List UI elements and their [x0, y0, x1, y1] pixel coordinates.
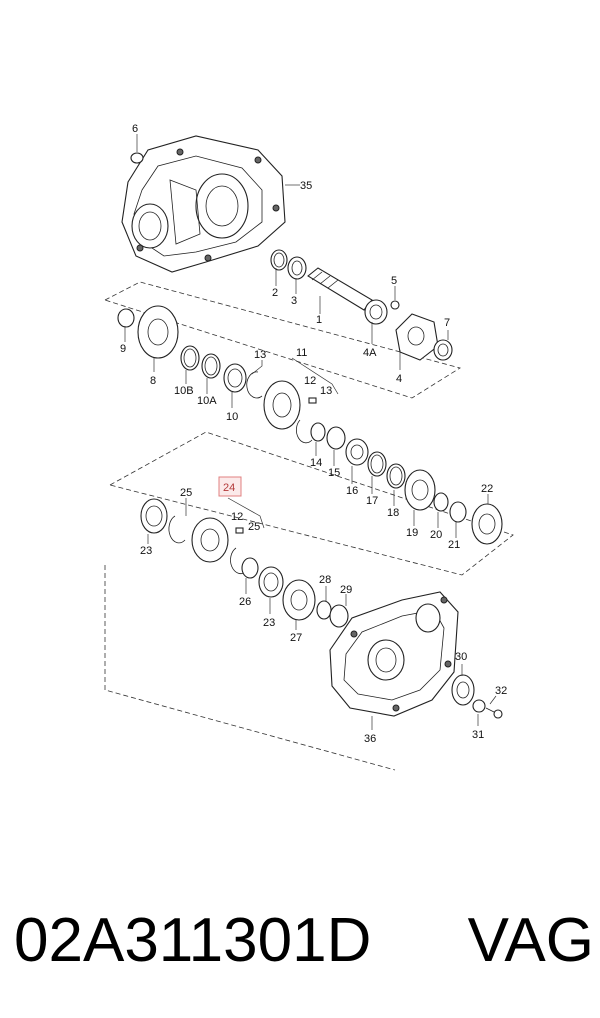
part-24-hub [191, 517, 229, 563]
label-26: 26 [239, 596, 251, 608]
part-2-ring [270, 249, 288, 271]
label-14: 14 [310, 457, 322, 469]
label-23: 23 [140, 545, 152, 557]
label-5: 5 [391, 275, 397, 287]
label-2: 2 [272, 287, 278, 299]
part-23-synchro [140, 498, 168, 534]
part-10b-ring [180, 345, 200, 371]
label-32: 32 [495, 685, 507, 697]
label-36: 36 [364, 733, 376, 745]
label-10a: 10A [197, 395, 217, 407]
part-12-key-b [235, 527, 244, 534]
part-31-plug [472, 699, 486, 713]
part-28-ring [316, 600, 332, 620]
part-1-pinion-shaft [307, 267, 373, 311]
label-3: 3 [291, 295, 297, 307]
label-17: 17 [366, 495, 378, 507]
part-13-circlip [246, 371, 263, 399]
label-12: 12 [304, 375, 316, 387]
label-25-b: 25 [248, 521, 260, 533]
part-number: 02A311301D [14, 905, 372, 975]
label-8: 8 [150, 375, 156, 387]
label-35: 35 [300, 180, 312, 192]
label-1: 1 [316, 314, 322, 326]
label-22: 22 [481, 483, 493, 495]
part-4-flange [395, 313, 439, 361]
part-23-synchro-b [258, 566, 284, 598]
part-16-synchro [345, 438, 369, 466]
label-6: 6 [132, 123, 138, 135]
part-5-nut [390, 300, 400, 310]
label-27: 27 [290, 632, 302, 644]
label-7: 7 [444, 317, 450, 329]
part-14-ring [310, 422, 326, 442]
part-27-gear [282, 579, 316, 621]
label-12-b: 12 [231, 511, 243, 523]
part-labels: 6 35 2 3 1 5 4A 7 4 9 8 10B 10A 10 13 11… [120, 123, 507, 745]
highlight-label-24[interactable]: 24 [223, 482, 235, 494]
part-7-seal [433, 339, 453, 361]
label-18: 18 [387, 507, 399, 519]
part-12-key [308, 397, 317, 404]
part-22-gear [471, 503, 503, 545]
label-13-b: 13 [320, 385, 332, 397]
part-25-spring [168, 515, 186, 544]
part-25-spring-b [230, 547, 247, 575]
label-28: 28 [319, 574, 331, 586]
part-32-bolt [485, 707, 503, 719]
lower-assembly-frame [104, 565, 396, 771]
brand-name: VAG [467, 905, 594, 975]
label-10: 10 [226, 411, 238, 423]
part-11-gear [263, 380, 301, 430]
part-6-plug [130, 152, 144, 164]
part-17-ring [367, 451, 387, 477]
gearbox-housing-lower [329, 591, 459, 717]
middle-assembly-frame [108, 431, 514, 576]
part-19-gear [404, 469, 436, 511]
part-8-gear [137, 305, 179, 359]
label-4: 4 [396, 373, 402, 385]
part-4a-bearing [364, 299, 388, 325]
label-21: 21 [448, 539, 460, 551]
part-18-ring [386, 463, 406, 489]
upper-assembly-frame [103, 281, 461, 399]
label-23-b: 23 [263, 617, 275, 629]
part-15-bearing [326, 426, 346, 450]
part-9-bearing [117, 308, 135, 328]
label-19: 19 [406, 527, 418, 539]
part-26-bearing [241, 557, 259, 579]
label-16: 16 [346, 485, 358, 497]
label-13: 13 [254, 349, 266, 361]
part-29-bearing [329, 604, 349, 628]
part-10-synchro [223, 363, 247, 393]
part-3-bearing [287, 256, 307, 280]
label-20: 20 [430, 529, 442, 541]
part-21-bearing [449, 501, 467, 523]
gearbox-housing-upper [121, 135, 286, 273]
part-13-circlip-b [295, 419, 313, 444]
leader-lines [124, 134, 497, 730]
label-29: 29 [340, 584, 352, 596]
label-30: 30 [455, 651, 467, 663]
highlighted-part-24[interactable]: 24 [218, 476, 242, 497]
label-10b: 10B [174, 385, 194, 397]
label-25: 25 [180, 487, 192, 499]
part-10a-ring [201, 353, 221, 379]
part-caption: 02A311301D VAG [14, 895, 594, 985]
label-11: 11 [296, 347, 307, 359]
label-15: 15 [328, 467, 340, 479]
label-4a: 4A [363, 347, 377, 359]
label-31: 31 [472, 729, 484, 741]
part-30-gear [451, 674, 475, 706]
part-20-ring [433, 492, 449, 512]
label-9: 9 [120, 343, 126, 355]
